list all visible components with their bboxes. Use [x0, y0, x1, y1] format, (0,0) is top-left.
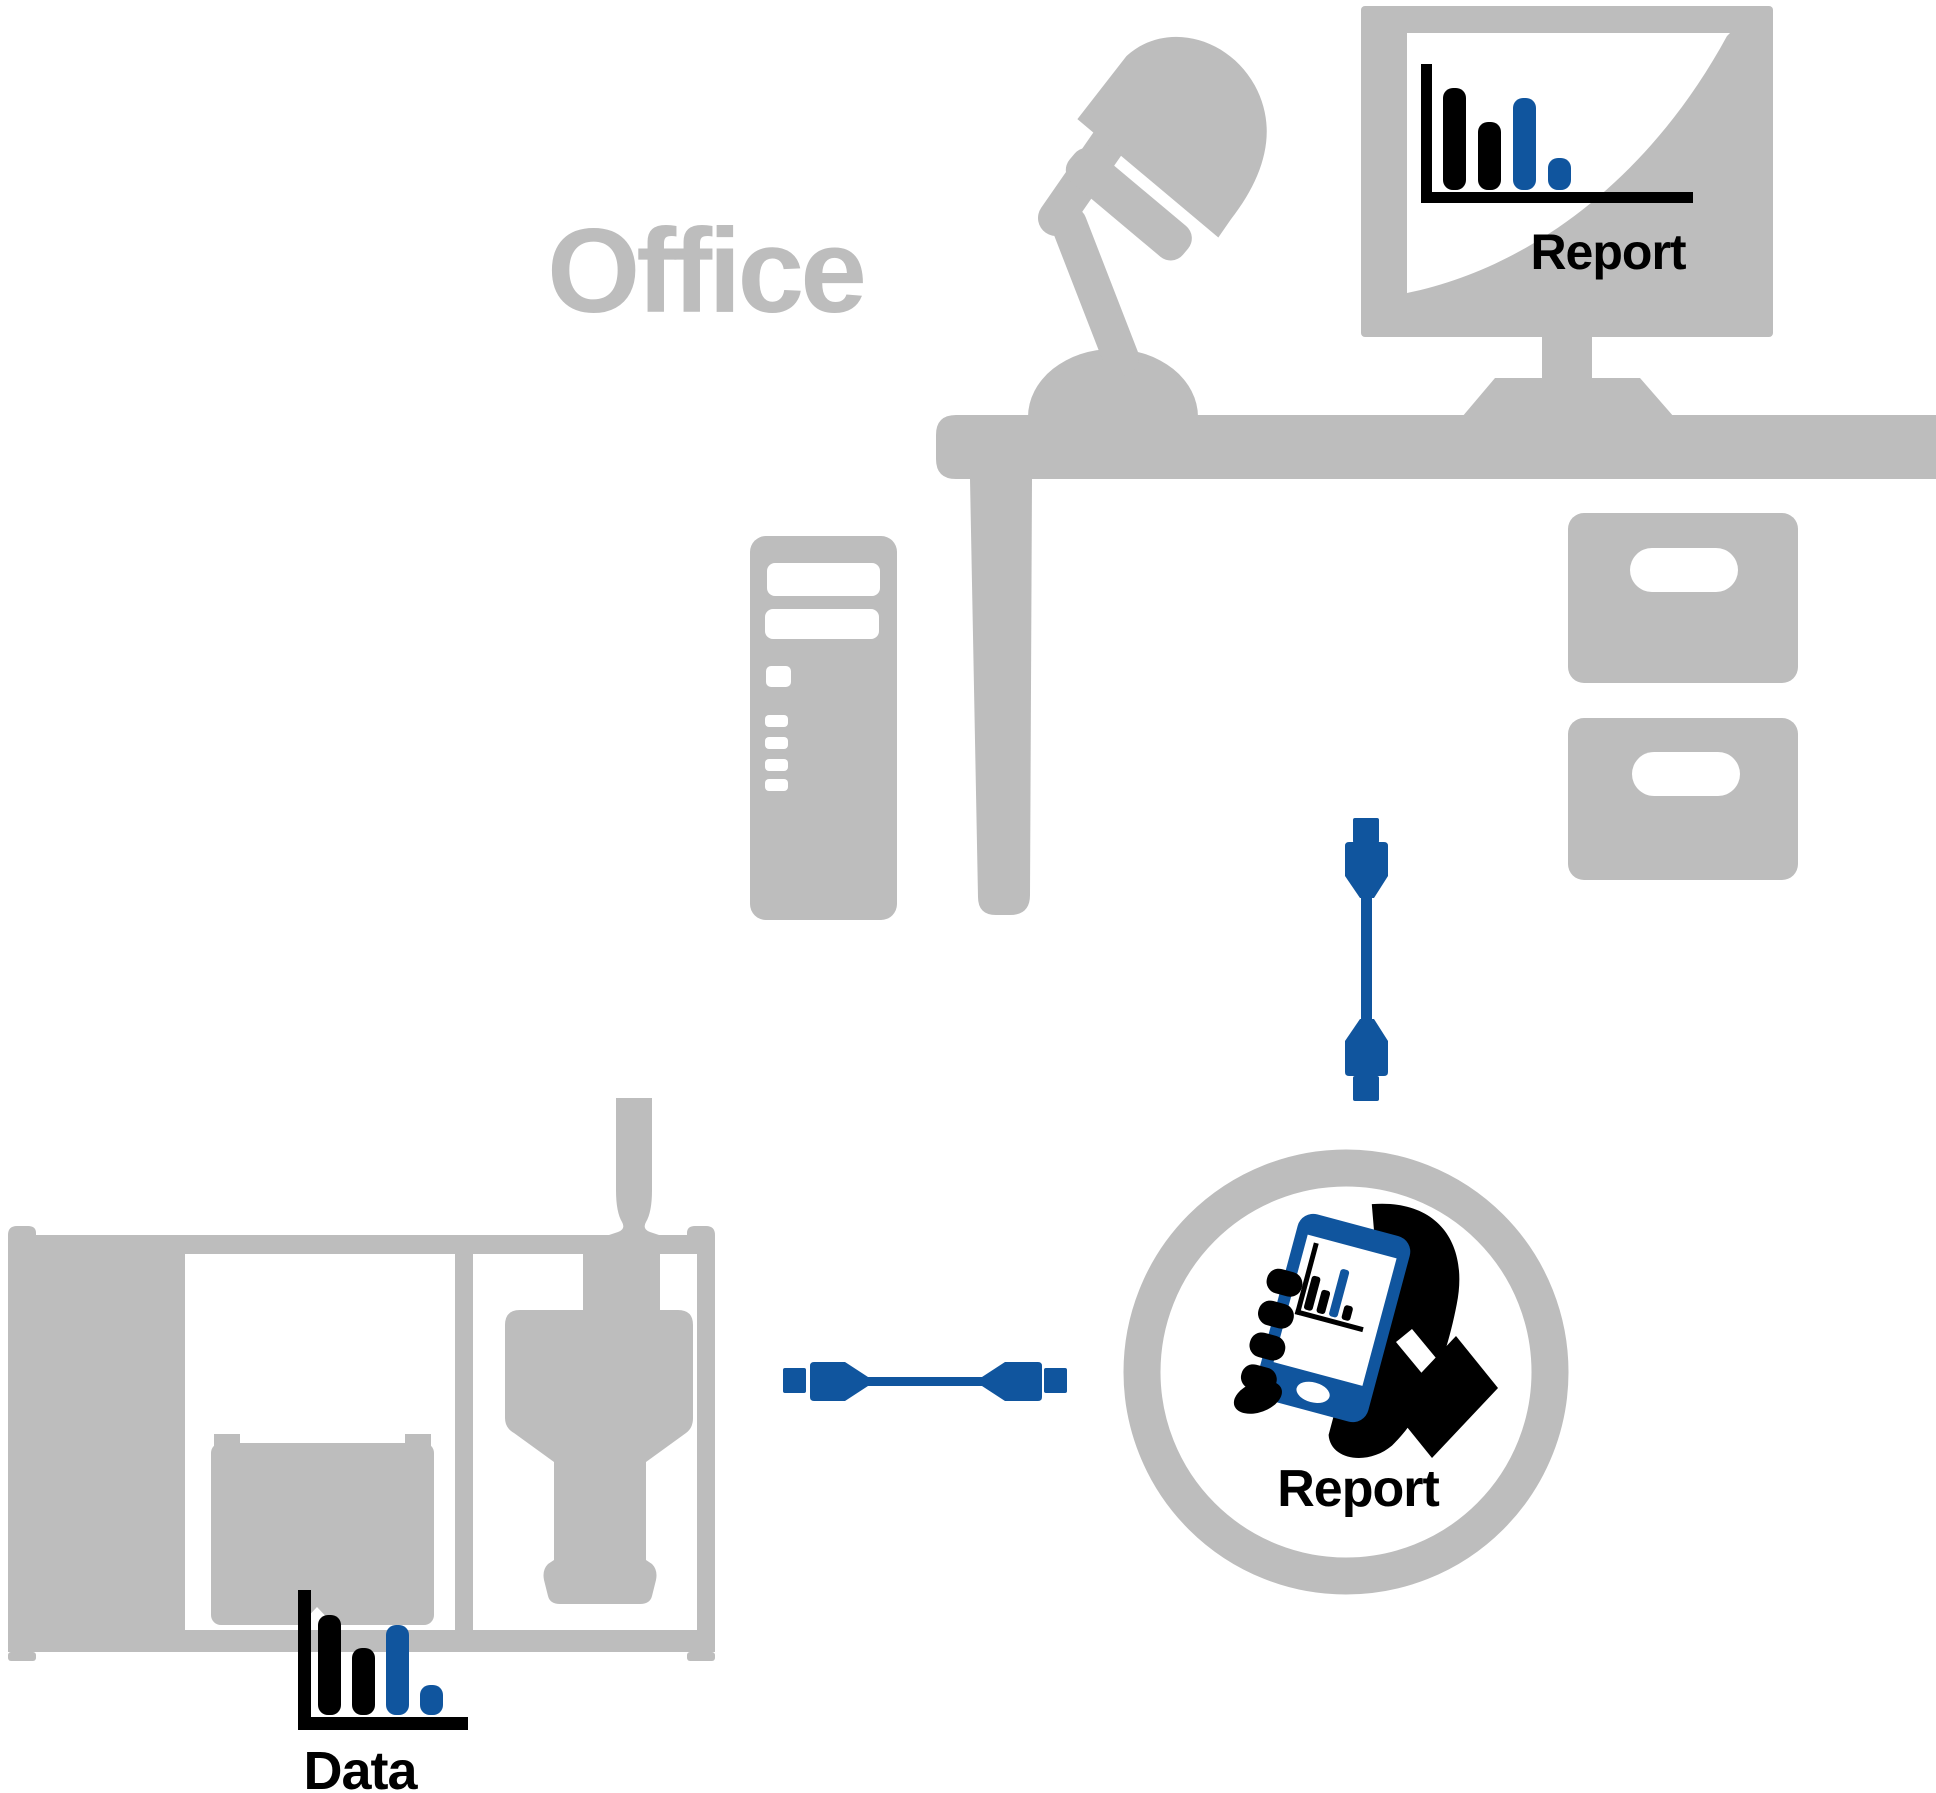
- instrument-pipe: [606, 1098, 662, 1236]
- usb-plug-left: [810, 1362, 868, 1401]
- thumb: [1233, 1380, 1282, 1414]
- usb-cable-wire-vertical: [1361, 896, 1372, 1020]
- usb-connector-tip-top: [1353, 818, 1379, 843]
- funnel-vessel: [505, 1254, 693, 1604]
- usb-plug-top: [1345, 842, 1388, 898]
- badge-ring: [1123, 1149, 1569, 1595]
- drawer-unit: [1568, 513, 1798, 880]
- finger-3: [1249, 1332, 1286, 1361]
- suit-sleeve: [1390, 1336, 1498, 1458]
- instrument-foot-left: [8, 1652, 36, 1661]
- finger-1: [1266, 1268, 1303, 1297]
- data-label: Data: [303, 1741, 418, 1793]
- pc-drive-bay-1: [767, 563, 880, 596]
- data-chart-icon: [298, 1590, 468, 1730]
- pc-power-button: [766, 666, 791, 687]
- sample-block-body: [211, 1443, 434, 1625]
- pc-tower-icon: [750, 536, 897, 920]
- hand-holding-phone-icon: [1233, 1203, 1498, 1458]
- phone-screen-chart-icon: [1294, 1242, 1364, 1333]
- monitor-stand-neck: [1542, 337, 1592, 379]
- office-scene: Office: [547, 6, 1936, 920]
- monitor-report-chart-icon: [1421, 64, 1693, 203]
- usb-cable-vertical: [1345, 818, 1388, 1101]
- lamp-shade: [1077, 36, 1267, 238]
- usb-cable-horizontal: [783, 1362, 1067, 1401]
- instrument-divider: [455, 1235, 473, 1652]
- usb-connector-tip-bottom: [1353, 1076, 1379, 1101]
- usb-connector-tip-right: [1044, 1368, 1067, 1393]
- instrument-bottom-bar: [8, 1630, 715, 1652]
- sample-block: [211, 1434, 434, 1625]
- lamp-base: [1028, 349, 1198, 417]
- desk-leg: [970, 479, 1032, 915]
- phone-report-label: Report: [1277, 1460, 1439, 1518]
- usb-cable-wire-horizontal: [866, 1377, 986, 1386]
- phone-report-badge: Report: [1123, 1149, 1569, 1595]
- drawer-top: [1568, 513, 1798, 683]
- monitor-report-label: Report: [1530, 224, 1686, 280]
- office-label: Office: [547, 204, 863, 338]
- pc-vent-3: [765, 759, 788, 771]
- usb-plug-bottom: [1345, 1019, 1388, 1076]
- pc-vent-4: [765, 779, 788, 791]
- drawer-top-handle: [1630, 548, 1738, 592]
- usb-connector-tip-left: [783, 1368, 806, 1393]
- pc-vent-2: [765, 737, 788, 749]
- instrument-foot-right: [687, 1652, 715, 1661]
- pc-vent-1: [765, 715, 788, 727]
- desk-top: [936, 415, 1936, 479]
- usb-plug-right: [982, 1362, 1042, 1401]
- instrument-right-wall: [697, 1235, 715, 1652]
- drawer-bottom-handle: [1632, 752, 1740, 796]
- desk-lamp-icon: [1028, 36, 1267, 417]
- instrument-left-block: [8, 1235, 185, 1652]
- lab-instrument-icon: [8, 1098, 715, 1661]
- drawer-bottom: [1568, 718, 1798, 880]
- pc-drive-bay-2: [765, 609, 879, 639]
- lamp-lower-arm: [1051, 206, 1139, 376]
- lamp-shade-lip: [1065, 147, 1192, 261]
- monitor-screen-swoosh: [1407, 33, 1730, 302]
- finger-2: [1258, 1300, 1294, 1329]
- phone-home-button: [1296, 1381, 1330, 1403]
- monitor-stand-base: [1462, 378, 1674, 417]
